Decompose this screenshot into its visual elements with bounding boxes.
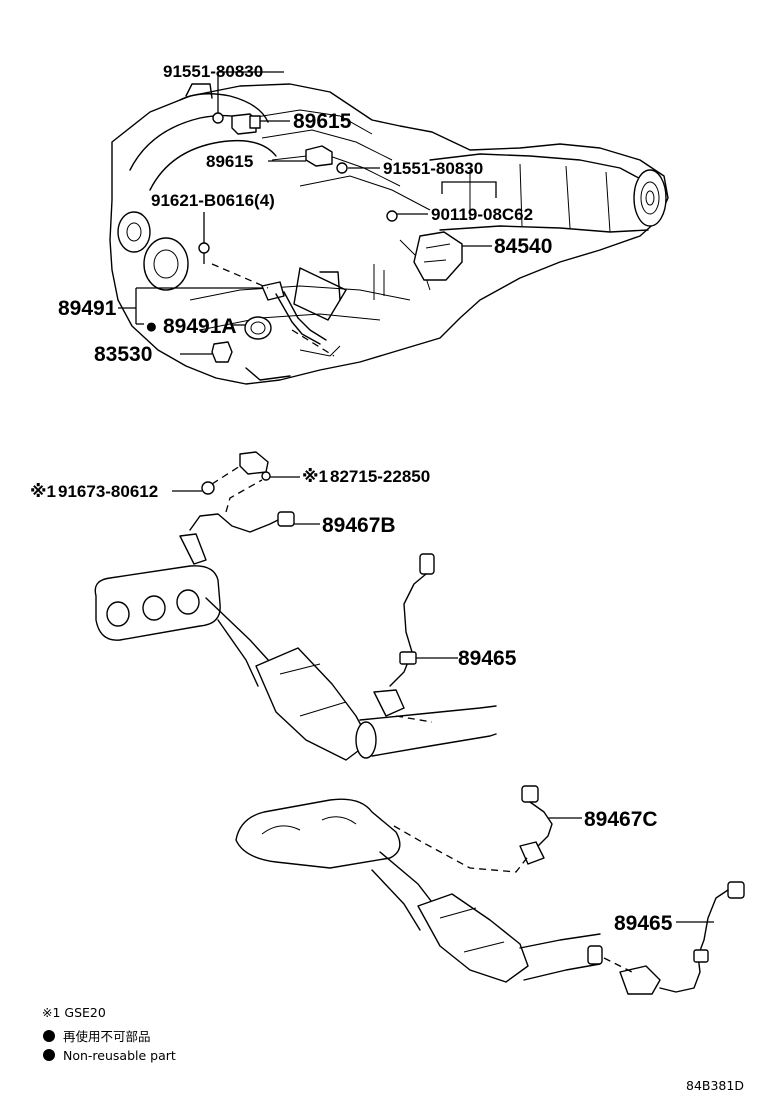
part-label-82715-22850[interactable]: 82715-22850 (330, 467, 430, 486)
legend-bullet-en (43, 1049, 55, 1061)
part-label-83530[interactable]: 83530 (94, 343, 152, 366)
part-label-91621-b0616[interactable]: 91621-B0616(4) (151, 191, 275, 210)
rear-sensors (519, 785, 745, 995)
part-label-91551-80830-top[interactable]: 91551-80830 (163, 62, 263, 81)
part-label-89467c[interactable]: 89467C (584, 808, 658, 831)
legend-nonreuse-jp: 再使用不可部品 (63, 1029, 151, 1044)
part-label-84540[interactable]: 84540 (494, 235, 552, 258)
part-label-90119-08c62[interactable]: 90119-08C62 (431, 205, 533, 224)
nonreuse-marker-89491a: ● (145, 315, 158, 338)
legend: ※1 GSE20 再使用不可部品 Non-reusable part (42, 1005, 176, 1063)
part-label-89465-rear[interactable]: 89465 (614, 912, 673, 935)
legend-bullet-jp (43, 1030, 55, 1042)
front-sensors (179, 451, 435, 717)
front-exhaust-drawing (94, 565, 497, 761)
legend-nonreuse-en: Non-reusable part (63, 1048, 176, 1063)
leader-lines-rear (393, 817, 714, 973)
leader-lines-front (172, 465, 458, 723)
engine-parts (198, 112, 463, 363)
part-label-89491[interactable]: 89491 (58, 297, 117, 320)
engine-assembly-drawing (109, 83, 669, 385)
part-number-labels: 91551-80830 89615 89615 91551-80830 9162… (30, 62, 673, 935)
figure-code: 84B381D (686, 1078, 744, 1093)
part-label-89615-top[interactable]: 89615 (293, 110, 352, 133)
part-label-91673-80612[interactable]: 91673-80612 (58, 482, 158, 501)
part-label-89465-front[interactable]: 89465 (458, 647, 517, 670)
note-marker-82715: ※1 (302, 467, 328, 486)
part-label-89491a[interactable]: 89491A (163, 315, 237, 338)
part-label-89467b[interactable]: 89467B (322, 514, 396, 537)
part-label-91551-80830-right[interactable]: 91551-80830 (383, 159, 483, 178)
note-marker-91673: ※1 (30, 482, 56, 501)
leader-lines-upper (118, 71, 497, 357)
rear-exhaust-drawing (235, 798, 603, 983)
legend-note-gse20: ※1 GSE20 (42, 1005, 106, 1020)
part-label-89615-mid[interactable]: 89615 (206, 152, 253, 171)
